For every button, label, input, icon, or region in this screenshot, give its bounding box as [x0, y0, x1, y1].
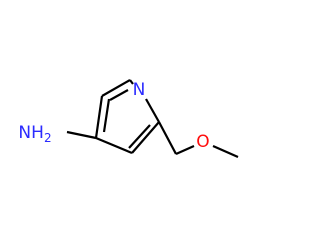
bond-ring-c4-c5: [94, 95, 104, 139]
bond-c4-amine: [66, 130, 97, 140]
molecule-diagram: N O NH2: [18, 79, 239, 159]
bond-ring-c6-n: [129, 79, 134, 85]
bond-ring-c4-c5-inner: [102, 98, 111, 133]
bond-c2-ch2: [158, 121, 177, 155]
bond-o-ch3: [212, 144, 239, 159]
amine-group-label: NH2: [18, 123, 51, 145]
ring-nitrogen-label: N: [133, 80, 146, 100]
bond-ring-c5-c6: [101, 79, 131, 97]
bond-ring-n-c2: [145, 98, 160, 123]
bond-ring-c3-c4: [95, 136, 133, 155]
bond-ring-c2-c3-inner: [128, 124, 151, 149]
amine-h: H: [31, 123, 44, 143]
bond-ring-c6-n-inner: [109, 89, 129, 101]
amine-n: N: [18, 123, 31, 143]
methoxy-oxygen-label: O: [196, 132, 209, 152]
bond-ring-c2-c3: [131, 121, 160, 154]
bond-ch2-o: [175, 144, 195, 156]
amine-subscript: 2: [44, 131, 52, 145]
